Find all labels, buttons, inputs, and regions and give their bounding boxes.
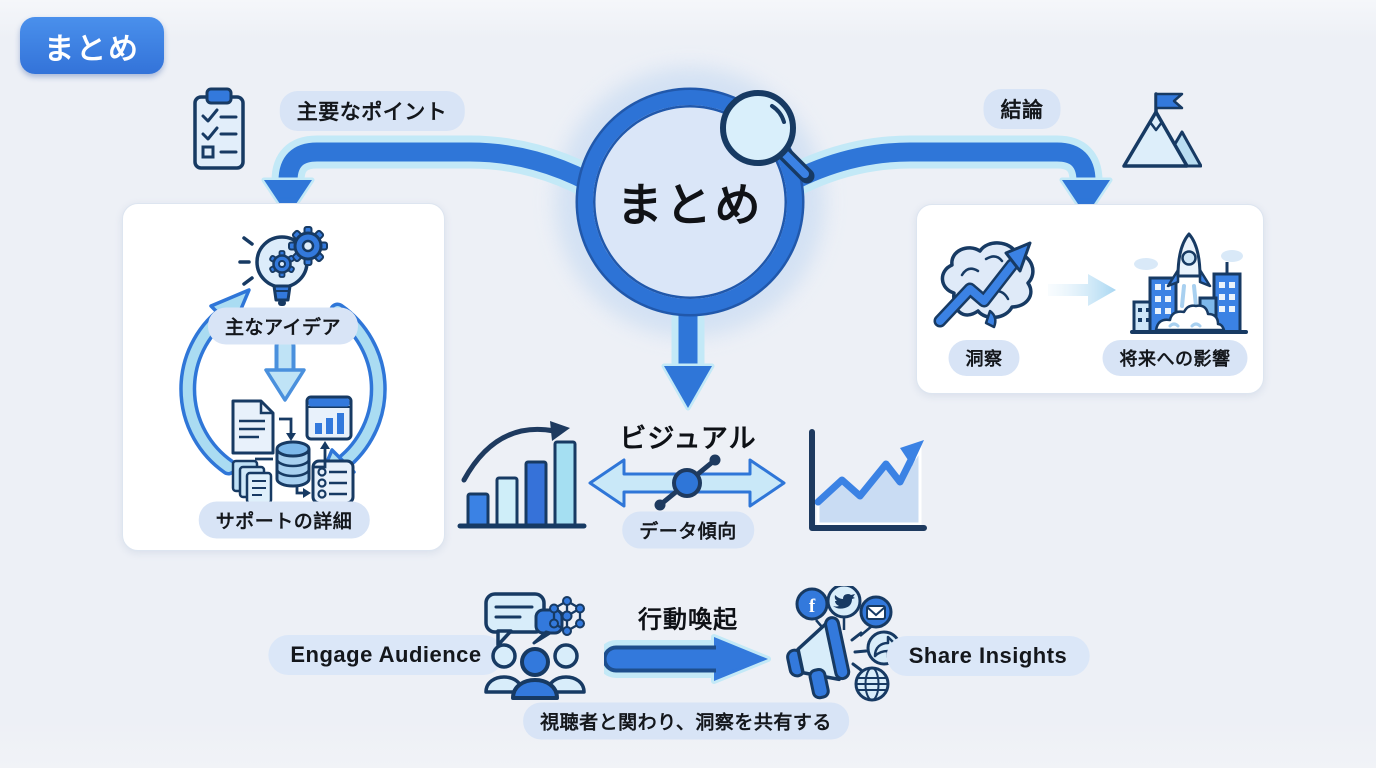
conclusion-label: 結論 bbox=[983, 89, 1061, 129]
key-points-label: 主要なポイント bbox=[279, 91, 465, 131]
line-chart-icon bbox=[809, 429, 927, 531]
svg-text:f: f bbox=[809, 596, 816, 617]
fade-right-arrow-icon bbox=[1048, 274, 1116, 306]
supporting-detail-label: サポートの詳細 bbox=[198, 501, 370, 539]
arrow-to-key-points bbox=[261, 135, 632, 219]
brain-growth-icon bbox=[933, 241, 1035, 329]
hub-title: まとめ bbox=[616, 179, 764, 231]
share-insights-label: Share Insights bbox=[886, 636, 1090, 676]
insight-label: 洞察 bbox=[948, 340, 1020, 376]
documents-database-icon bbox=[231, 395, 355, 505]
lightbulb-gear-icon bbox=[238, 226, 328, 306]
people-chat-icon bbox=[484, 592, 586, 700]
main-idea-label: 主なアイデア bbox=[207, 307, 359, 345]
megaphone-social-icon: f bbox=[786, 586, 902, 702]
summary-badge: まとめ bbox=[20, 17, 164, 74]
bar-chart-icon bbox=[457, 421, 587, 529]
data-trend-label: データ傾向 bbox=[622, 511, 754, 549]
bottom-caption: 視聴者と関わり、洞察を共有する bbox=[523, 702, 849, 740]
card-down-arrow-icon bbox=[264, 335, 306, 402]
summary-badge-label: まとめ bbox=[44, 32, 140, 66]
trend-connector-icon bbox=[588, 454, 786, 511]
engage-audience-label: Engage Audience bbox=[268, 635, 504, 675]
rocket-city-icon bbox=[1130, 232, 1248, 334]
magnifier-icon bbox=[720, 90, 815, 184]
cta-title: 行動喚起 bbox=[638, 606, 738, 634]
megaphone bbox=[786, 616, 851, 700]
cta-arrow-icon bbox=[604, 634, 771, 684]
visual-title: ビジュアル bbox=[619, 423, 757, 454]
clipboard-checklist-icon bbox=[193, 87, 245, 170]
mountain-flag-icon bbox=[1122, 92, 1202, 168]
future-impact-label: 将来への影響 bbox=[1102, 340, 1248, 376]
